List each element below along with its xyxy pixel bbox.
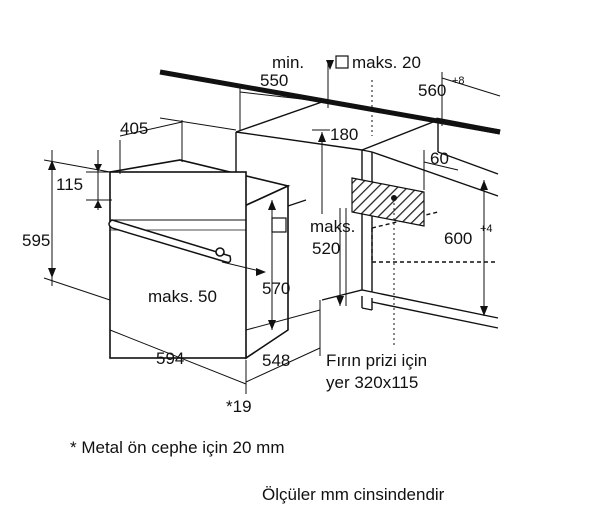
dim-600-tolerance: +4 — [480, 223, 493, 235]
socket-area — [351, 177, 425, 345]
dim-180: 180 — [330, 125, 358, 144]
dim-570: 570 — [262, 279, 290, 298]
dim-maks-50: maks. 50 — [148, 287, 217, 306]
socket-label-line2: yer 320x115 — [326, 373, 418, 392]
arrow-heads — [48, 60, 488, 330]
dim-115: 115 — [56, 175, 83, 194]
dim-595: 595 — [22, 231, 50, 250]
units-note: Ölçüler mm cinsindendir — [262, 485, 445, 504]
dimension-lines — [43, 60, 501, 394]
dim-min-label: min. — [272, 53, 304, 72]
countertop — [159, 69, 501, 135]
oven — [108, 159, 307, 360]
metal-front-note: * Metal ön cephe için 20 mm — [70, 438, 285, 457]
square-icon — [335, 55, 349, 69]
dim-star-19: *19 — [226, 397, 252, 416]
dim-405: 405 — [120, 119, 148, 138]
dim-560: 560 — [418, 81, 446, 100]
socket-label-line1: Fırın prizi için — [326, 351, 427, 370]
dim-550: 550 — [260, 71, 288, 90]
dim-594: 594 — [156, 349, 184, 368]
cabinet-niche — [235, 101, 499, 329]
dim-maks-label: maks. — [310, 217, 355, 236]
dim-600: 600 — [444, 229, 472, 248]
dim-548: 548 — [262, 351, 290, 370]
dim-560-tolerance: +8 — [452, 75, 465, 87]
dim-60: 60 — [430, 149, 449, 168]
dim-maks-20: maks. 20 — [352, 53, 421, 72]
dim-520: 520 — [312, 239, 340, 258]
